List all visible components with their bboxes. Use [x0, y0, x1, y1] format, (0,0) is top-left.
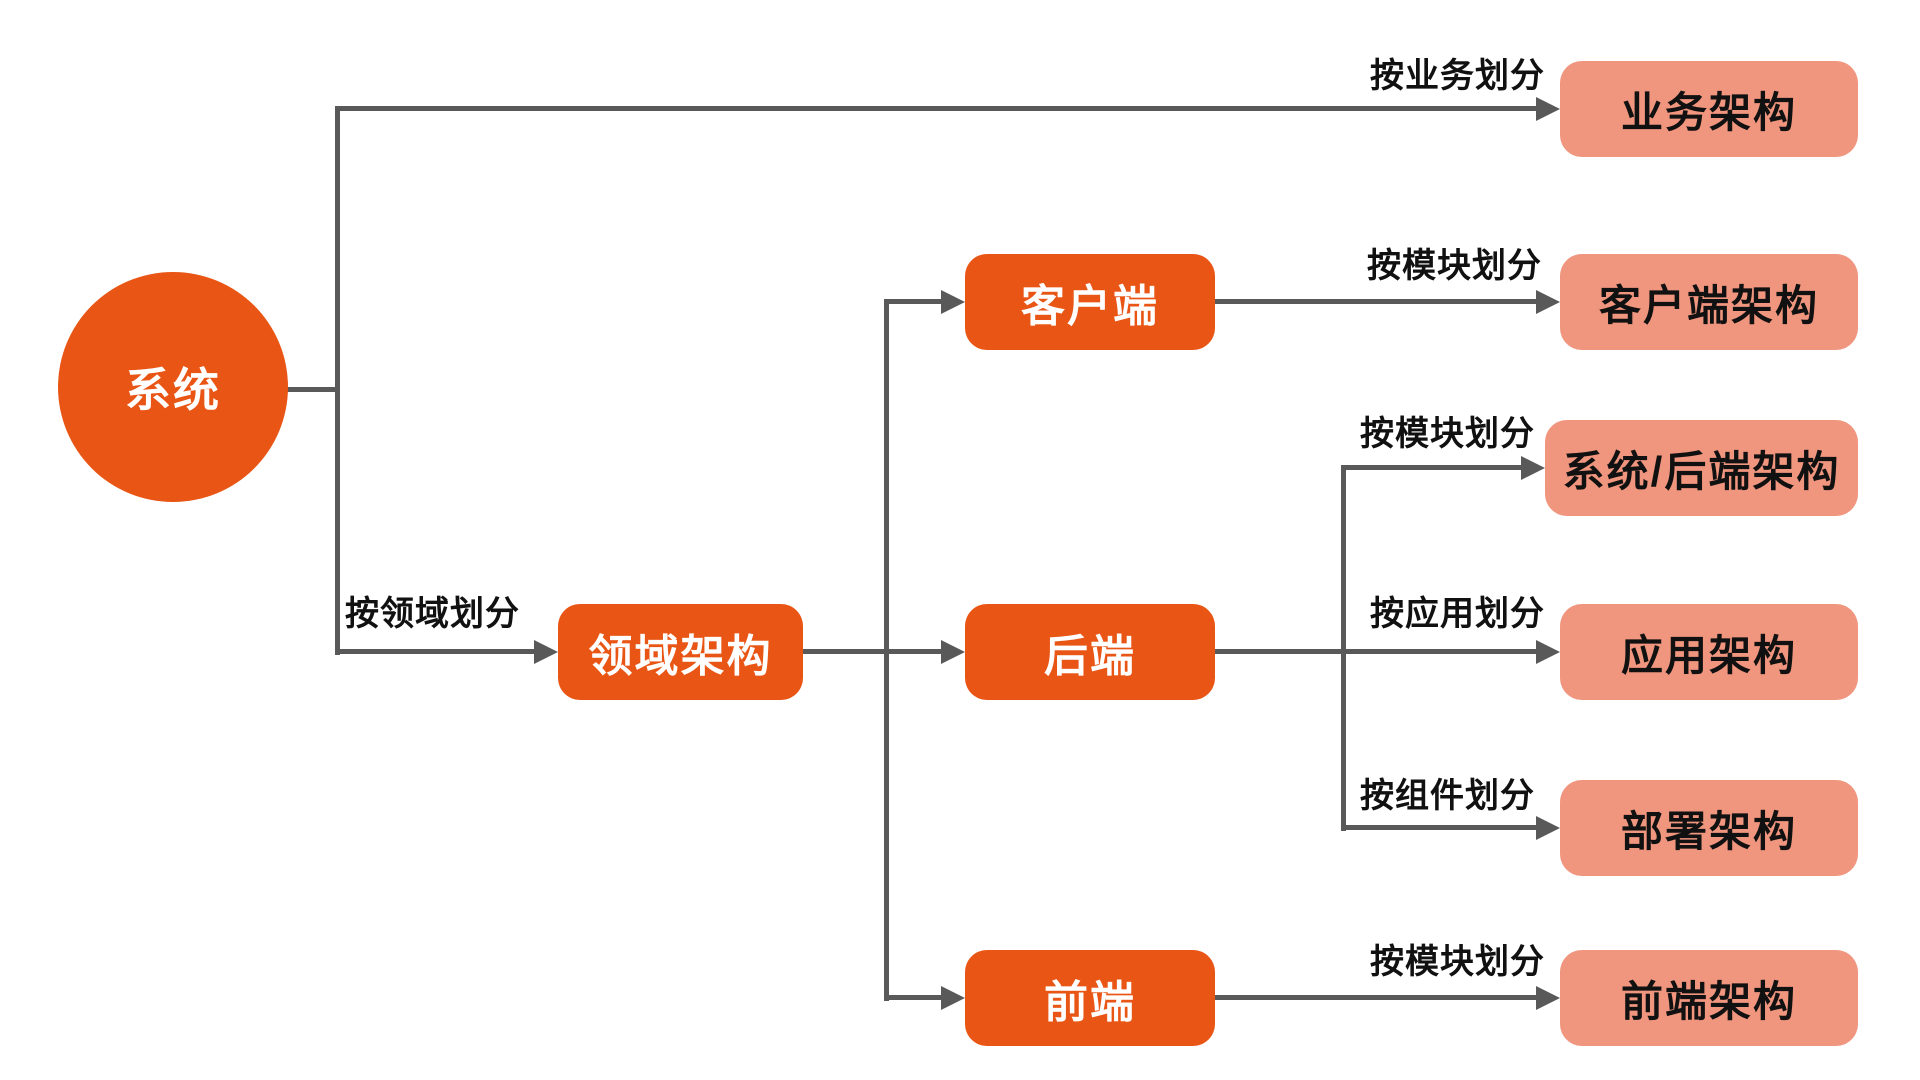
node-app-arch: 应用架构	[1560, 604, 1858, 700]
edge-label-by-module-frontend: 按模块划分	[1370, 943, 1545, 981]
edge-to-deploy-arch	[1341, 825, 1538, 830]
node-backend: 后端	[965, 604, 1215, 700]
edge-to-client	[884, 299, 943, 304]
edge-label-by-domain: 按领域划分	[345, 595, 520, 633]
edge-to-system-backend-arch	[1341, 465, 1523, 470]
edge-to-business-arch	[335, 106, 1538, 111]
node-deploy-arch: 部署架构	[1560, 780, 1858, 876]
node-business-arch: 业务架构	[1560, 61, 1858, 157]
edge-domain-to-backend	[803, 649, 943, 654]
arrowhead-frontend-arch	[1536, 986, 1560, 1010]
edge-branch-vertical-backend	[1341, 465, 1346, 831]
arrowhead-client-arch	[1536, 290, 1560, 314]
node-system: 系统	[58, 272, 288, 502]
edge-branch-vertical-domain	[884, 299, 889, 1001]
edge-trunk-vertical	[335, 106, 340, 655]
edge-label-by-module-system: 按模块划分	[1360, 415, 1535, 453]
node-system-backend-arch: 系统/后端架构	[1545, 420, 1858, 516]
node-client-arch: 客户端架构	[1560, 254, 1858, 350]
edge-to-domain-arch	[335, 649, 536, 654]
arrowhead-backend	[941, 640, 965, 664]
arrowhead-frontend	[941, 986, 965, 1010]
edge-to-app-arch	[1215, 649, 1538, 654]
edge-label-by-app: 按应用划分	[1370, 595, 1545, 633]
arrowhead-app-arch	[1536, 640, 1560, 664]
edge-label-by-component: 按组件划分	[1360, 777, 1535, 815]
edge-to-frontend	[884, 995, 943, 1000]
arrowhead-domain-arch	[534, 640, 558, 664]
edge-label-by-module-client: 按模块划分	[1367, 247, 1542, 285]
arrowhead-business-arch	[1536, 97, 1560, 121]
arrowhead-system-backend-arch	[1521, 456, 1545, 480]
edge-root-stub	[283, 387, 340, 392]
arrowhead-client	[941, 290, 965, 314]
edge-to-client-arch	[1215, 299, 1538, 304]
node-client: 客户端	[965, 254, 1215, 350]
arrowhead-deploy-arch	[1536, 816, 1560, 840]
edge-label-by-business: 按业务划分	[1370, 57, 1545, 95]
edge-to-frontend-arch	[1215, 995, 1538, 1000]
node-frontend: 前端	[965, 950, 1215, 1046]
node-frontend-arch: 前端架构	[1560, 950, 1858, 1046]
node-domain-arch: 领域架构	[558, 604, 803, 700]
